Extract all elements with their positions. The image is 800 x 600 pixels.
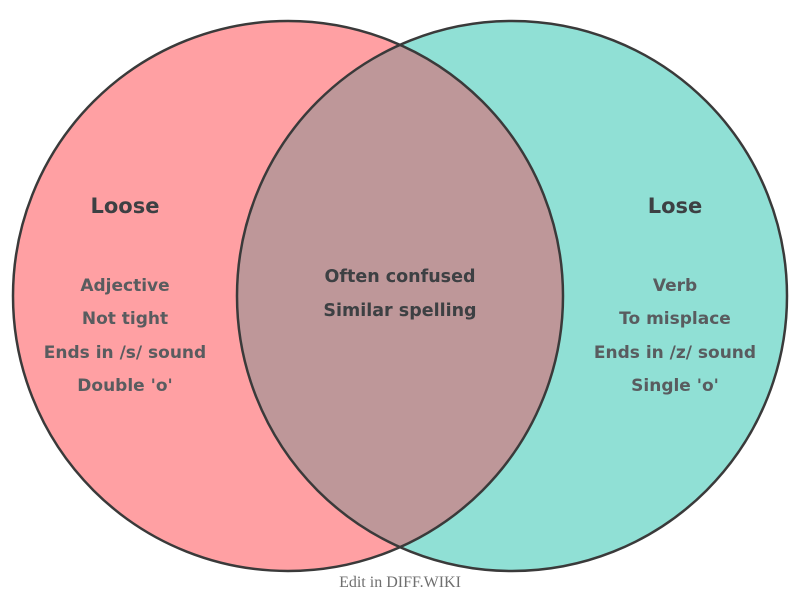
left-circle-outline	[11, 19, 565, 573]
edit-in-diffwiki-link[interactable]: Edit in DIFF.WIKI	[339, 574, 461, 591]
intersection-region	[236, 44, 564, 548]
left-item-s-sound: Ends in /s/ sound	[43, 342, 207, 363]
right-circle-items: Verb To misplace Ends in /z/ sound Singl…	[565, 270, 785, 404]
left-item-adjective: Adjective	[80, 276, 170, 296]
intersection-item-often-confused: Often confused	[324, 267, 476, 287]
left-circle-items: Adjective Not tight Ends in /s/ sound Do…	[15, 270, 235, 404]
right-item-verb: Verb	[652, 276, 698, 296]
left-item-not-tight: Not tight	[81, 309, 169, 330]
right-item-single-o: Single 'o'	[631, 376, 719, 397]
right-item-z-sound: Ends in /z/ sound	[593, 342, 757, 363]
left-item-double-o: Double 'o'	[77, 376, 173, 397]
right-circle-outline	[235, 19, 789, 573]
right-item-to-misplace: To misplace	[619, 309, 731, 330]
intersection-item-similar-spelling: Similar spelling	[323, 301, 477, 321]
left-circle-title: Loose	[90, 194, 160, 218]
right-circle-title: Lose	[647, 194, 703, 218]
intersection-items: Often confused Similar spelling	[270, 260, 530, 328]
